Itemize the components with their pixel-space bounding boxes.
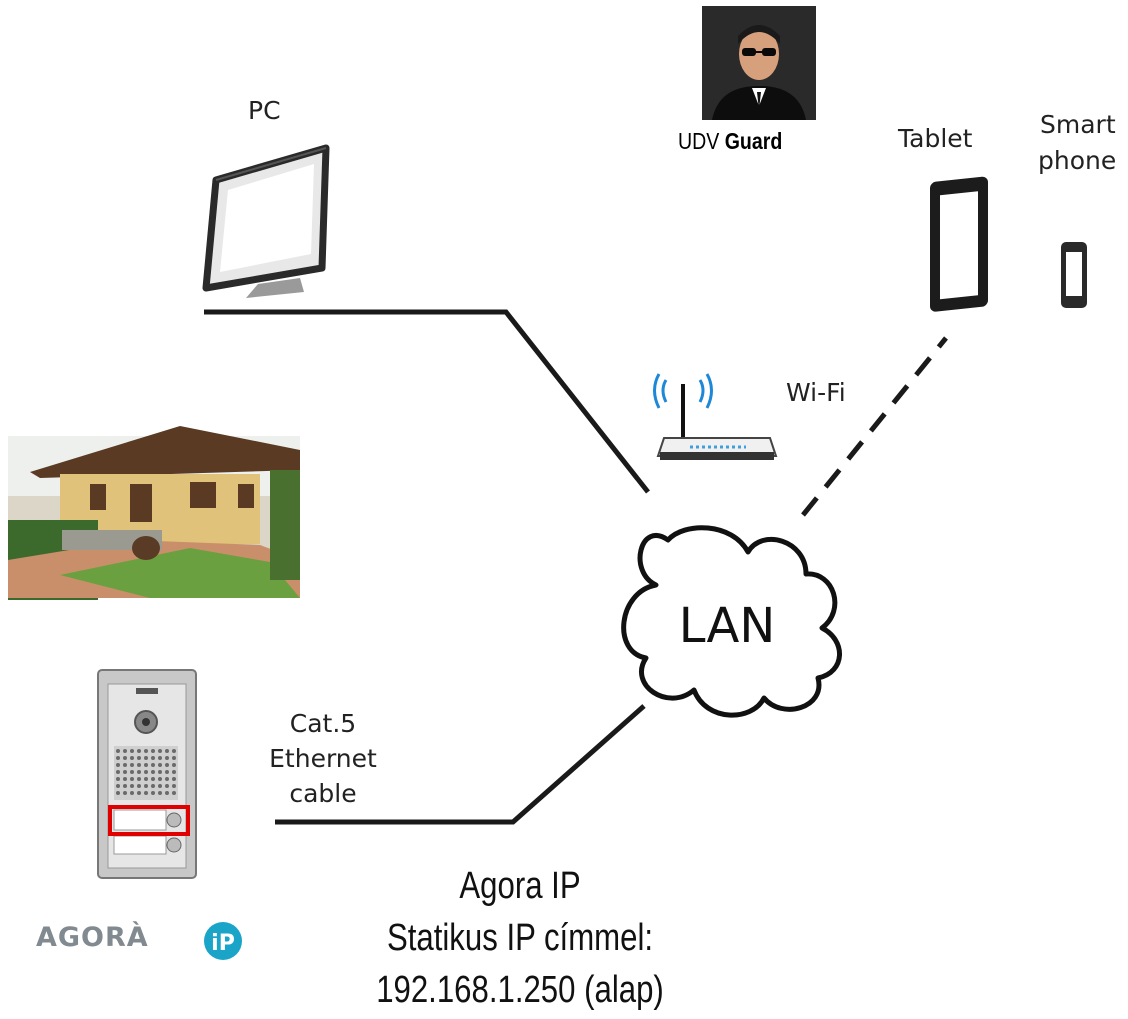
lan-cloud-icon	[621, 525, 842, 718]
grille-dot	[116, 749, 120, 753]
intercom-panel-image	[97, 669, 197, 879]
grille-dot	[137, 770, 141, 774]
guard-bold: Guard	[724, 128, 783, 154]
lan-label: LAN	[679, 598, 776, 654]
grille-dot	[123, 791, 127, 795]
grille-dot	[144, 784, 148, 788]
grille-dot	[137, 784, 141, 788]
grille-dot	[172, 763, 176, 767]
wifi-label: Wi-Fi	[786, 378, 846, 407]
highlight-box	[108, 805, 190, 836]
tablet-icon	[930, 176, 988, 312]
wifi-dashed-line	[801, 336, 948, 517]
grille-dot	[137, 777, 141, 781]
grille-dot	[151, 749, 155, 753]
grille-dot	[116, 784, 120, 788]
grille-dot	[158, 770, 162, 774]
grille-dot	[165, 749, 169, 753]
cable-label: Cat.5 Ethernet cable	[248, 706, 398, 811]
grille-dot	[123, 756, 127, 760]
smartphone-icon	[1061, 242, 1087, 308]
grille-dot	[165, 756, 169, 760]
grille-dot	[123, 770, 127, 774]
grille-dot	[116, 770, 120, 774]
smartphone-label-line2: phone	[1038, 146, 1117, 175]
ethernet-connection-line	[275, 704, 646, 825]
grille-dot	[130, 784, 134, 788]
grille-dot	[151, 763, 155, 767]
grille-dot	[144, 749, 148, 753]
udv-guard-avatar	[702, 6, 816, 120]
agora-ip-badge-icon	[204, 922, 242, 960]
grille-dot	[151, 791, 155, 795]
grille-dot	[123, 777, 127, 781]
grille-dot	[137, 749, 141, 753]
wifi-router-icon	[653, 373, 778, 460]
cable-label-line1: Cat.5	[289, 709, 357, 738]
grille-dot	[144, 763, 148, 767]
smartphone-label-line1: Smart	[1040, 110, 1116, 139]
grille-dot	[172, 777, 176, 781]
speaker-grille	[116, 749, 176, 795]
grille-dot	[144, 756, 148, 760]
grille-dot	[137, 791, 141, 795]
caption-line2: Statikus IP címmel:	[386, 917, 654, 959]
guard-person-icon	[702, 6, 816, 120]
grille-dot	[137, 763, 141, 767]
grille-dot	[130, 777, 134, 781]
grille-dot	[137, 756, 141, 760]
grille-dot	[158, 749, 162, 753]
cable-label-line2: Ethernet	[269, 744, 377, 773]
grille-dot	[165, 791, 169, 795]
grille-dot	[172, 770, 176, 774]
grille-dot	[123, 763, 127, 767]
grille-dot	[151, 756, 155, 760]
grille-dot	[165, 784, 169, 788]
caption-line1: Agora IP	[459, 865, 581, 907]
guard-prefix: UDV	[678, 128, 720, 154]
grille-dot	[130, 756, 134, 760]
grille-dot	[158, 756, 162, 760]
device-caption: Agora IP Statikus IP címmel: 192.168.1.2…	[331, 860, 708, 1016]
grille-dot	[158, 791, 162, 795]
house-image	[8, 426, 300, 600]
grille-dot	[151, 777, 155, 781]
grille-dot	[130, 749, 134, 753]
grille-dot	[130, 763, 134, 767]
agora-logo-text: AGORÀ	[36, 922, 149, 953]
grille-dot	[116, 756, 120, 760]
udv-guard-label: UDV Guard	[678, 128, 782, 155]
grille-dot	[158, 784, 162, 788]
grille-dot	[165, 763, 169, 767]
caption-line3: 192.168.1.250 (alap)	[376, 969, 664, 1011]
grille-dot	[116, 763, 120, 767]
pc-connection-line	[204, 309, 650, 494]
grille-dot	[130, 791, 134, 795]
grille-dot	[116, 791, 120, 795]
grille-dot	[158, 763, 162, 767]
pc-monitor-icon	[202, 144, 330, 298]
grille-dot	[165, 770, 169, 774]
grille-dot	[144, 777, 148, 781]
cable-label-line3: cable	[289, 779, 357, 808]
grille-dot	[116, 777, 120, 781]
grille-dot	[144, 791, 148, 795]
grille-dot	[123, 749, 127, 753]
grille-dot	[151, 784, 155, 788]
grille-dot	[130, 770, 134, 774]
grille-dot	[172, 756, 176, 760]
tablet-label: Tablet	[898, 124, 973, 153]
grille-dot	[165, 777, 169, 781]
agora-ip-badge-text: iP	[211, 931, 235, 956]
pc-label: PC	[248, 96, 281, 125]
grille-dot	[172, 749, 176, 753]
grille-dot	[144, 770, 148, 774]
grille-dot	[123, 784, 127, 788]
grille-dot	[158, 777, 162, 781]
grille-dot	[172, 784, 176, 788]
grille-dot	[172, 791, 176, 795]
grille-dot	[151, 770, 155, 774]
